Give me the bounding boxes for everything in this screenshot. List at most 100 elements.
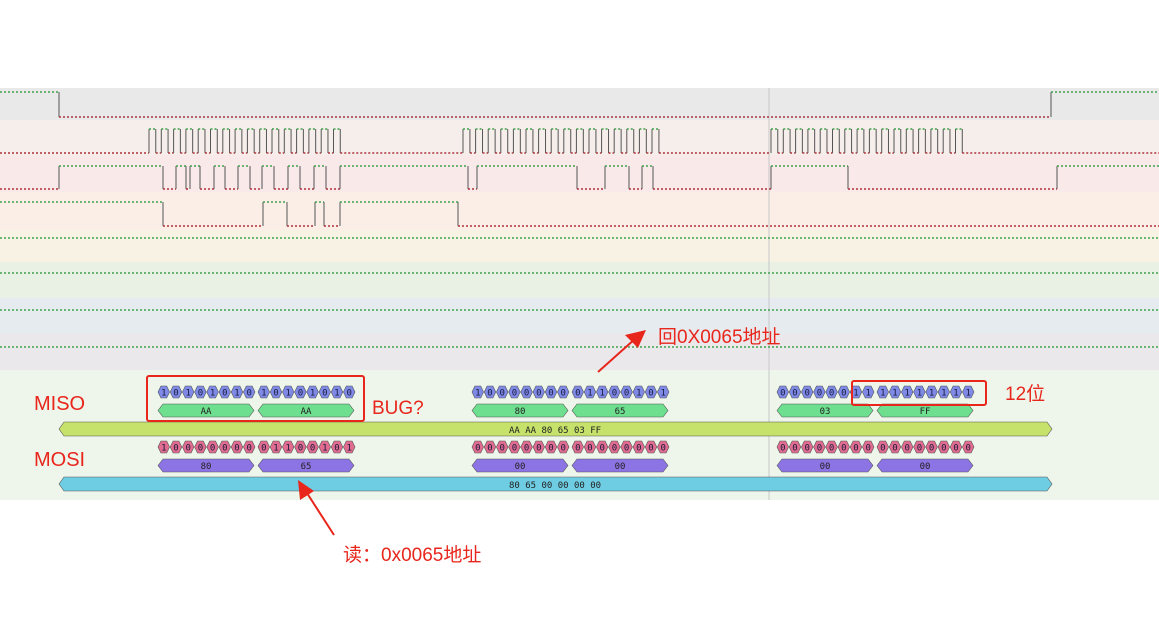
mosi-bit <box>471 440 484 454</box>
mosi-byte <box>571 458 669 473</box>
miso-bit-label: 0 <box>560 389 565 399</box>
miso-byte <box>471 403 569 418</box>
miso-bit-label: 1 <box>587 389 592 399</box>
mosi-bit-label: 0 <box>475 444 480 454</box>
mosi-bit-label: 0 <box>792 444 797 454</box>
mosi-bit-label: 1 <box>273 444 278 454</box>
channel-band-ch4 <box>0 230 1159 262</box>
mosi-bit-label: 0 <box>804 444 809 454</box>
miso-bit <box>306 385 319 399</box>
highlight-box-bug <box>146 375 365 422</box>
miso-bit <box>571 385 584 399</box>
miso-bit <box>949 385 963 399</box>
miso-bit <box>508 385 521 399</box>
mosi-bit <box>876 440 889 454</box>
mosi-bit <box>620 440 633 454</box>
miso-bit-label: 0 <box>612 389 617 399</box>
miso-bit-label: 0 <box>487 389 492 399</box>
mosi-bit-label: 0 <box>904 444 909 454</box>
mosi-bit <box>544 440 558 454</box>
miso-bit-label: 1 <box>310 389 315 399</box>
miso-bit <box>849 385 863 399</box>
miso-bit-label: 1 <box>853 389 858 399</box>
miso-bit-label: 1 <box>334 389 339 399</box>
mosi-bit-label: 0 <box>499 444 504 454</box>
mosi-bit-label: 0 <box>917 444 922 454</box>
clk-trace <box>0 128 1159 154</box>
miso-bit-label: 1 <box>880 389 885 399</box>
mosi-bit <box>583 440 597 454</box>
miso-summary-bar <box>58 421 1053 437</box>
miso-bit <box>483 385 497 399</box>
mosi-bit-label: 0 <box>198 444 203 454</box>
miso-bit-label: 0 <box>548 389 553 399</box>
miso-bit <box>644 385 658 399</box>
mosi-bit-label: 0 <box>941 444 946 454</box>
miso-bit-label: 0 <box>173 389 178 399</box>
miso-bit-label: 1 <box>965 389 970 399</box>
miso-byte-label: AA <box>201 407 212 417</box>
mosi-bit-label: 0 <box>612 444 617 454</box>
miso-bit-label: 0 <box>273 389 278 399</box>
mosi-bit-label: 0 <box>210 444 215 454</box>
miso-label: MISO <box>34 393 86 415</box>
mosi-bit <box>157 440 170 454</box>
mosi-bit-label: 0 <box>310 444 315 454</box>
miso-bit <box>583 385 597 399</box>
mosi-bit <box>862 440 875 454</box>
mosi-bit <box>657 440 670 454</box>
mosi-bit-label: 0 <box>880 444 885 454</box>
miso-bit-label: 1 <box>953 389 958 399</box>
mosi-bit <box>801 440 814 454</box>
miso-bit <box>788 385 802 399</box>
miso-bit <box>257 385 270 399</box>
mosi-bit <box>330 440 344 454</box>
miso-bit-label: 0 <box>499 389 504 399</box>
miso-bit <box>620 385 633 399</box>
mosi-bit-label: 1 <box>161 444 166 454</box>
miso-byte-label: 65 <box>615 407 626 417</box>
mosi-bit-label: 0 <box>953 444 958 454</box>
miso-bit <box>813 385 826 399</box>
mosi-bit <box>194 440 207 454</box>
mosi-bit <box>318 440 331 454</box>
miso-bit <box>330 385 344 399</box>
mosi-bit <box>608 440 621 454</box>
mosi-byte-label: 80 <box>201 462 212 472</box>
mosi-bit <box>243 440 256 454</box>
mosi-bit-label: 1 <box>285 444 290 454</box>
miso-bit-label: 0 <box>829 389 834 399</box>
channel-band-ch6 <box>0 298 1159 334</box>
mosi-bit <box>257 440 270 454</box>
miso-bit-label: 0 <box>792 389 797 399</box>
mosi-byte <box>157 458 255 473</box>
miso-bit <box>243 385 256 399</box>
miso-bit <box>776 385 789 399</box>
mosi-bit-label: 0 <box>261 444 266 454</box>
mosi-bit-label: 0 <box>780 444 785 454</box>
miso-bit <box>608 385 621 399</box>
mosi-bit <box>925 440 938 454</box>
miso-bit <box>557 385 570 399</box>
mosi-bit-label: 0 <box>965 444 970 454</box>
miso-byte <box>257 403 355 418</box>
miso-bit-label: 0 <box>346 389 351 399</box>
miso-bit <box>837 385 850 399</box>
miso-bit-label: 1 <box>210 389 215 399</box>
miso-bit <box>962 385 975 399</box>
miso-bit <box>269 385 283 399</box>
mosi-label: MOSI <box>34 449 86 471</box>
miso-summary-label: AA AA 80 65 03 FF <box>509 426 601 436</box>
mosi-bit-label: 0 <box>648 444 653 454</box>
mosi-bit-label: 0 <box>829 444 834 454</box>
miso-bit-label: 0 <box>841 389 846 399</box>
mosi-byte-label: 00 <box>615 462 626 472</box>
mosi-bit <box>788 440 802 454</box>
miso-bit-label: 1 <box>285 389 290 399</box>
miso-bit <box>471 385 484 399</box>
mosi-bit-label: 0 <box>298 444 303 454</box>
miso-bit-label: 1 <box>929 389 934 399</box>
miso-bit-label: 1 <box>904 389 909 399</box>
miso-trace <box>0 165 1159 190</box>
